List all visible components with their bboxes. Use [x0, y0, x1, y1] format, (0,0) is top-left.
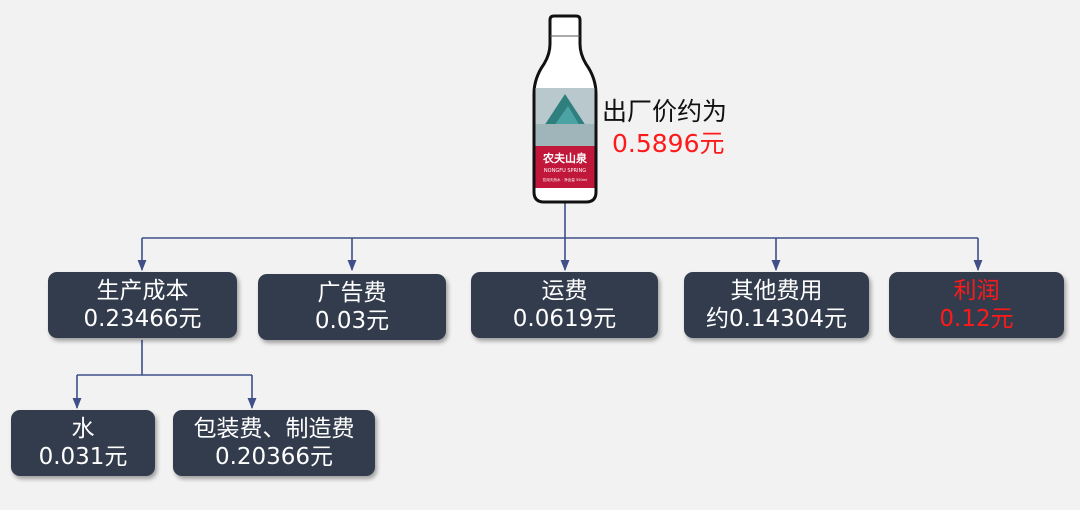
node-value: 0.23466元 — [83, 306, 202, 332]
node-title: 生产成本 — [96, 278, 189, 304]
node-title: 其他费用 — [730, 278, 823, 304]
node-shipping: 运费 0.0619元 — [471, 272, 658, 338]
node-value: 0.031元 — [38, 444, 128, 470]
label-band — [535, 146, 595, 188]
node-production-cost: 生产成本 0.23466元 — [48, 272, 237, 338]
node-title: 包装费、制造费 — [193, 416, 355, 442]
node-title: 广告费 — [317, 280, 387, 306]
node-title: 利润 — [953, 278, 1000, 304]
factory-price: 出厂价约为 0.5896元 — [602, 96, 727, 160]
node-water: 水 0.031元 — [11, 410, 155, 476]
node-title: 运费 — [541, 278, 588, 304]
node-value: 0.12元 — [939, 306, 1014, 332]
brand-en: NONGFU SPRING — [544, 168, 586, 174]
factory-price-value: 0.5896元 — [612, 129, 725, 158]
node-profit: 利润 0.12元 — [889, 272, 1064, 338]
brand-cn: 农夫山泉 — [542, 151, 588, 165]
node-other-costs: 其他费用 约0.14304元 — [684, 272, 869, 338]
node-value: 0.20366元 — [214, 444, 334, 470]
node-packaging-manufacturing: 包装费、制造费 0.20366元 — [173, 410, 375, 476]
factory-price-label: 出厂价约为 — [602, 97, 728, 126]
node-title: 水 — [71, 416, 95, 442]
node-value: 0.0619元 — [512, 306, 617, 332]
node-value: 约0.14304元 — [705, 306, 848, 332]
node-value: 0.03元 — [314, 308, 390, 334]
node-advertising: 广告费 0.03元 — [258, 274, 446, 340]
label-small-text: 饮用天然水 · 净含量 550ml — [543, 177, 588, 182]
water-bottle-illustration: 农夫山泉 NONGFU SPRING 饮用天然水 · 净含量 550ml — [532, 14, 598, 204]
